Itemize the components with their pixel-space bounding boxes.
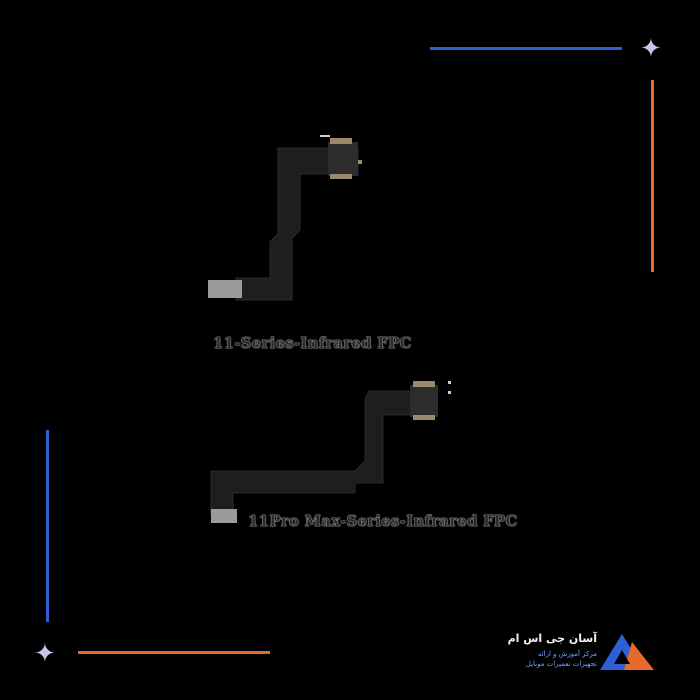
brand-tagline-1: مرکز آموزش و ارائه [537, 650, 597, 658]
sparkle-icon-bottom-left: ✦ [34, 639, 56, 669]
brand-tagline-2: تجهیزات تعمیرات موبایل [525, 660, 597, 668]
left-blue-line [46, 430, 49, 622]
brand-name: آسان جی اس ام [507, 632, 597, 645]
product-label-11pro-max-series: 11Pro Max-Series-Infrared FPC [248, 512, 518, 530]
top-blue-line [430, 47, 622, 50]
product-label-11-series: 11-Series-Infrared FPC [213, 334, 412, 352]
bottom-orange-line [78, 651, 270, 654]
fpc-cable-image-11pro-max-series [210, 381, 451, 523]
right-orange-line [651, 80, 654, 272]
sparkle-icon-top-right: ✦ [640, 34, 662, 64]
brand-text-block: آسان جی اس ام مرکز آموزش و ارائه تجهیزات… [505, 632, 597, 668]
fpc-cable-image-11-series [208, 135, 362, 301]
brand-logo-icon [600, 634, 654, 670]
